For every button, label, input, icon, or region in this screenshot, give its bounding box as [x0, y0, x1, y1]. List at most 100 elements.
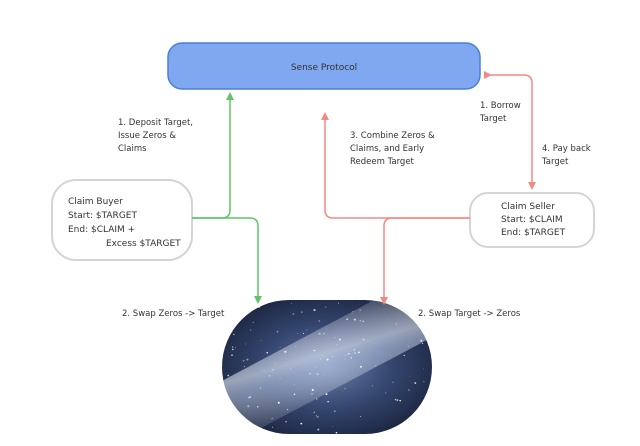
star	[327, 400, 329, 403]
star	[227, 374, 230, 377]
star	[257, 305, 261, 308]
amm-pool-image	[222, 300, 432, 434]
star	[323, 332, 325, 335]
star	[242, 359, 245, 362]
star	[399, 399, 401, 402]
star	[344, 387, 346, 390]
star	[231, 354, 233, 357]
deposit-label-line3: Claims	[118, 144, 147, 154]
star	[403, 354, 405, 357]
combine-label-line1: 3. Combine Zeros &	[350, 131, 435, 141]
star	[375, 365, 377, 367]
star	[362, 320, 364, 322]
star	[332, 426, 334, 427]
star	[409, 375, 411, 377]
star	[387, 317, 389, 319]
star	[300, 422, 303, 425]
star	[350, 357, 352, 359]
star	[408, 345, 409, 347]
star	[353, 349, 355, 351]
swap-zeros-target-label: 2. Swap Zeros -> Target	[122, 309, 225, 319]
star	[336, 343, 338, 345]
claim-buyer-title: Claim Buyer	[68, 197, 123, 207]
star	[266, 351, 269, 354]
star	[257, 431, 259, 433]
star	[232, 346, 234, 348]
star	[293, 393, 296, 396]
deposit-label-line2: Issue Zeros &	[118, 131, 176, 141]
star	[260, 340, 262, 342]
deposit-arrow	[192, 92, 234, 219]
star	[359, 309, 361, 311]
star	[325, 306, 327, 308]
star	[360, 416, 362, 417]
star	[249, 329, 252, 331]
star	[335, 431, 338, 434]
star	[397, 427, 400, 429]
star	[226, 319, 228, 322]
star	[224, 332, 226, 334]
star	[392, 381, 394, 384]
star	[423, 368, 424, 370]
pay-back-label-line1: 4. Pay back	[542, 144, 591, 154]
star	[324, 374, 326, 376]
claim-buyer-node: Claim Buyer Start: $TARGET End: $CLAIM +…	[51, 179, 193, 261]
star	[415, 414, 418, 417]
star	[230, 404, 233, 407]
star	[332, 356, 334, 357]
star	[420, 300, 423, 301]
claim-seller-node: Claim Seller Start: $CLAIM End: $TARGET	[469, 192, 595, 248]
star	[395, 323, 397, 325]
star	[272, 369, 274, 371]
star	[338, 375, 340, 377]
deposit-label-line1: 1. Deposit Target,	[118, 118, 193, 128]
claim-buyer-start: Start: $TARGET	[68, 211, 137, 221]
star	[313, 349, 316, 352]
star	[311, 388, 314, 391]
star	[268, 375, 271, 377]
star	[322, 355, 323, 356]
star	[337, 302, 340, 304]
red-edges	[321, 71, 536, 305]
star	[315, 415, 318, 417]
star	[349, 351, 351, 352]
star	[247, 405, 250, 408]
star	[316, 398, 318, 400]
star	[423, 381, 425, 383]
star	[297, 333, 299, 335]
star	[358, 351, 360, 354]
star	[225, 340, 227, 343]
star	[235, 347, 236, 349]
star	[256, 405, 259, 408]
star	[277, 427, 279, 429]
star	[373, 342, 375, 344]
star	[394, 398, 397, 401]
combine-label-line3: Redeem Target	[350, 157, 415, 167]
star	[290, 368, 292, 369]
star	[306, 329, 308, 331]
star	[294, 384, 295, 385]
star	[362, 338, 365, 341]
sense-protocol-node: Sense Protocol	[167, 42, 481, 90]
star	[284, 350, 287, 353]
edge-labels: 1. Deposit Target, Issue Zeros & Claims …	[118, 101, 591, 319]
star	[291, 303, 292, 305]
star	[414, 382, 417, 384]
swap-target-zeros-label: 2. Swap Target -> Zeros	[418, 309, 521, 319]
star	[420, 339, 423, 342]
star	[326, 358, 329, 361]
star	[314, 367, 316, 369]
star	[344, 358, 346, 360]
claim-seller-title: Claim Seller	[501, 202, 555, 212]
star	[313, 309, 316, 312]
star	[359, 365, 363, 368]
star	[352, 310, 354, 313]
star	[369, 301, 371, 303]
star	[302, 332, 305, 335]
star	[424, 419, 426, 421]
star	[338, 338, 341, 341]
star	[263, 370, 265, 372]
star	[305, 337, 306, 339]
claim-seller-end: End: $TARGET	[501, 228, 566, 238]
